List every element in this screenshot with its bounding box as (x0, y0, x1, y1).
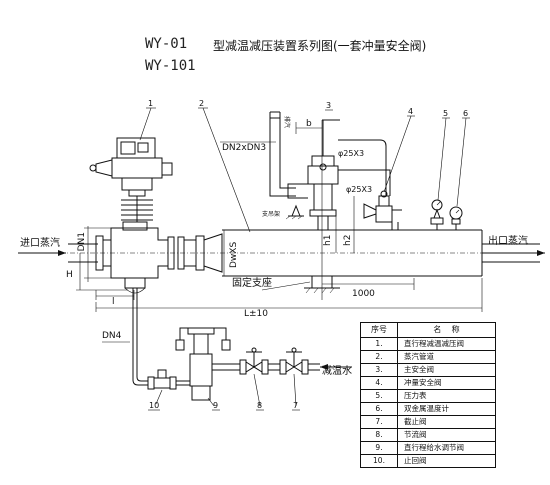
row-name: 蒸汽管道 (404, 352, 434, 361)
row-no: 2. (361, 351, 398, 363)
dim-h1: h1 (323, 235, 333, 246)
parts-table: 序号 名 称 1. 直行程减温减压阀 2. 蒸汽管道 3. 主安全阀 4. 冲量… (360, 322, 496, 468)
table-row: 5. 压力表 (361, 390, 495, 403)
dim-dn4: DN4 (102, 331, 122, 341)
row-no: 10. (361, 455, 398, 467)
fixed-support (304, 120, 340, 300)
dim-length: L±10 (244, 309, 268, 319)
dim-dn2dn3: DN2xDN3 (222, 143, 266, 153)
water-line (132, 288, 320, 401)
valve-bonnet-fins (121, 199, 153, 221)
support-frame-label: 支吊架 (262, 210, 280, 218)
table-row: 10. 止回阀 (361, 455, 495, 467)
thermometer (449, 206, 463, 230)
row-no: 7. (361, 416, 398, 428)
table-row: 9. 直行程给水调节阀 (361, 442, 495, 455)
actuator-assembly (89, 137, 173, 222)
dim-l-small: l (112, 297, 115, 307)
model-number-a: WY-01 (145, 36, 187, 52)
table-row: 2. 蒸汽管道 (361, 351, 495, 364)
dim-h2: h2 (343, 235, 353, 246)
row-no: 8. (361, 429, 398, 441)
row-name: 节流阀 (404, 430, 427, 439)
inlet-steam-label: 进口蒸汽 (20, 236, 60, 249)
table-row: 6. 双金属温度计 (361, 403, 495, 416)
row-name: 直行程减温减压阀 (404, 339, 464, 348)
row-no: 4. (361, 377, 398, 389)
dim-1000: 1000 (352, 289, 375, 299)
callout-8: 8 (257, 401, 262, 410)
table-row: 1. 直行程减温减压阀 (361, 338, 495, 351)
callout-6: 6 (463, 109, 468, 118)
vent-pipe (269, 111, 391, 197)
steam-pipeline (60, 221, 545, 294)
row-no: 3. (361, 364, 398, 376)
callout-3: 3 (326, 101, 331, 110)
row-name: 冲量安全阀 (404, 378, 442, 387)
callout-2: 2 (199, 99, 204, 108)
water-inlet-flow: 减温水 (320, 364, 352, 377)
row-no: 6. (361, 403, 398, 415)
header-name: 名 称 (433, 325, 460, 334)
header-no: 序号 (361, 323, 398, 337)
row-no: 5. (361, 390, 398, 402)
row-no: 1. (361, 338, 398, 350)
row-name: 主安全阀 (404, 365, 434, 374)
pressure-gauge (430, 199, 444, 230)
row-name: 压力表 (404, 391, 427, 400)
row-name: 双金属温度计 (404, 404, 449, 413)
callouts: 1 2 3 4 5 6 7 8 9 10 (139, 99, 470, 411)
model-number-b: WY-101 (145, 58, 196, 74)
table-row: 4. 冲量安全阀 (361, 377, 495, 390)
row-no: 9. (361, 442, 398, 454)
callout-10: 10 (149, 401, 159, 410)
impulse-safety-valve (363, 190, 402, 223)
row-name: 止回阀 (404, 456, 427, 465)
pipe-size-lower: φ25X3 (346, 185, 372, 194)
table-row: 8. 节流阀 (361, 429, 495, 442)
callout-1: 1 (148, 99, 153, 108)
outlet-steam-label: 出口蒸汽 (488, 234, 528, 247)
desuperheat-water-label: 减温水 (322, 365, 352, 377)
fixed-support-label: 固定支座 (232, 276, 272, 289)
table-row: 7. 截止阀 (361, 416, 495, 429)
outlet-flow: 出口蒸汽 (482, 234, 545, 256)
callout-9: 9 (213, 401, 218, 410)
callout-5: 5 (443, 109, 448, 118)
vent-label: 排汽 (283, 116, 291, 128)
row-name: 直行程给水调节阀 (404, 443, 464, 452)
dim-dn1: DN1 (77, 232, 87, 251)
callout-7: 7 (293, 401, 298, 410)
callout-4: 4 (408, 107, 413, 116)
diagram-title: 型减温减压装置系列图(一套冲量安全阀) (213, 38, 426, 53)
parts-table-header: 序号 名 称 (361, 323, 495, 338)
table-row: 3. 主安全阀 (361, 364, 495, 377)
pipe-size-upper: φ25X3 (338, 149, 364, 158)
main-safety-valve (287, 120, 339, 230)
dim-b: b (306, 119, 312, 129)
row-name: 截止阀 (404, 417, 427, 426)
dimension-lines: DN1 H l L±10 1000 DwXS h1 h2 b DN2xDN3 (66, 116, 483, 343)
dim-dwxs: DwXS (229, 242, 239, 268)
support-frame (285, 204, 304, 220)
parts-table-body: 1. 直行程减温减压阀 2. 蒸汽管道 3. 主安全阀 4. 冲量安全阀 5. … (361, 338, 495, 467)
dim-h: H (66, 270, 73, 280)
inlet-flow: 进口蒸汽 (18, 236, 66, 256)
